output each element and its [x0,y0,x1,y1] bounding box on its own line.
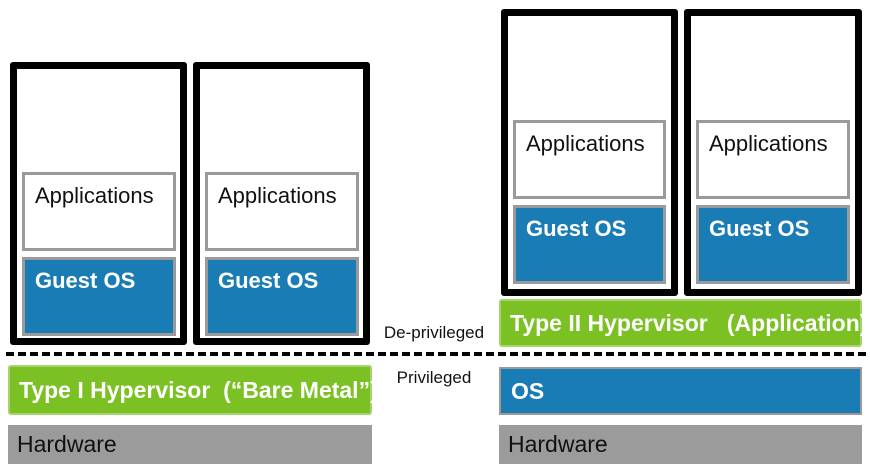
left-vm-1-applications: Applications [22,172,176,251]
privilege-boundary-line [6,352,866,356]
type-2-hypervisor-bar: Type II Hypervisor (Application) [499,299,867,347]
privileged-label: Privileged [396,368,472,387]
right-vm-2-applications: Applications [696,120,850,199]
right-hardware-bar: Hardware [499,425,862,464]
left-vm-1-guest-os: Guest OS [22,257,176,336]
left-hardware-bar: Hardware [8,425,372,464]
deprivileged-label: De-privileged [383,323,485,342]
host-os-bar: OS [499,367,862,415]
right-vm-1-applications: Applications [513,120,666,199]
type-1-hypervisor-bar: Type I Hypervisor (“Bare Metal”) [8,365,378,415]
right-vm-1-guest-os: Guest OS [513,205,666,284]
left-vm-2-guest-os: Guest OS [205,257,359,336]
right-vm-2-guest-os: Guest OS [696,205,850,284]
left-vm-2-applications: Applications [205,172,359,251]
